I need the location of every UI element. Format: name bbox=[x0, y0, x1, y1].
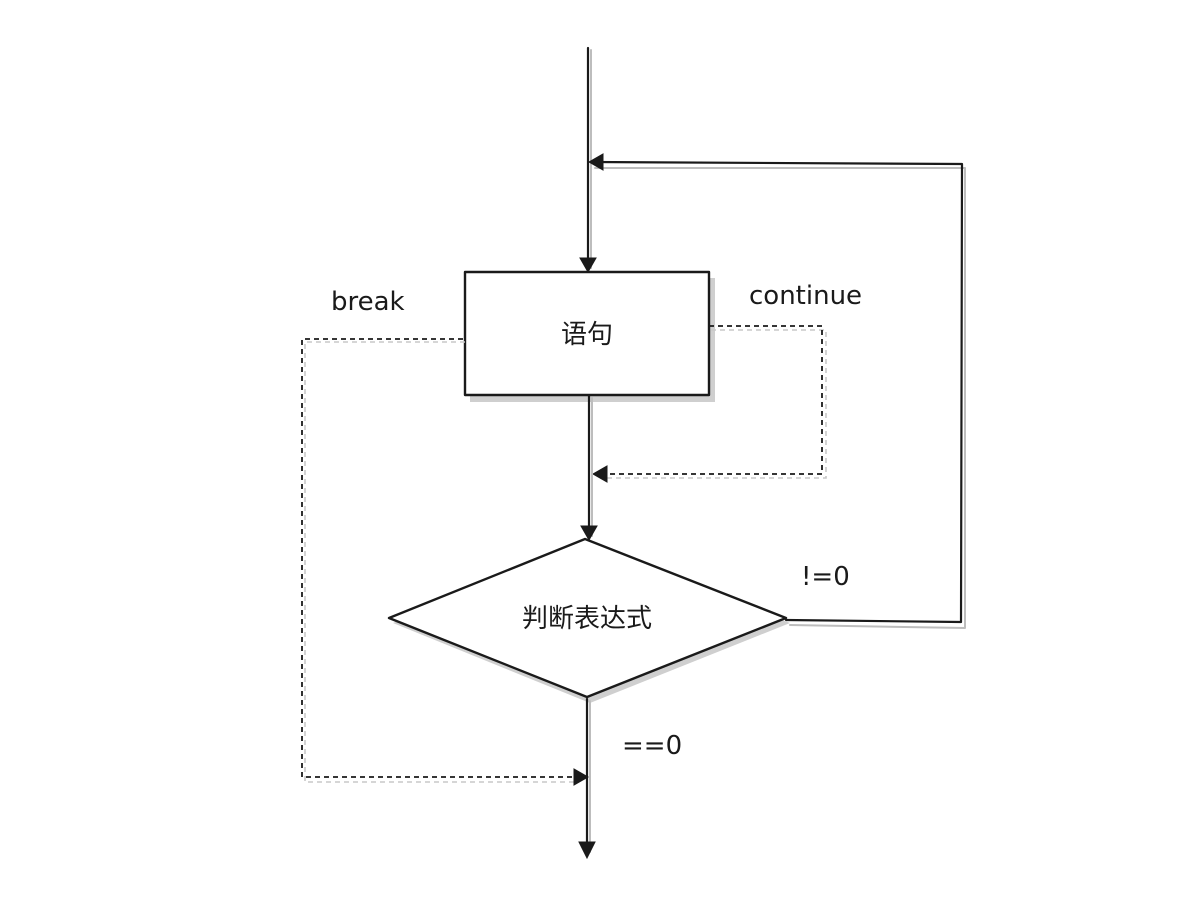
break-edge bbox=[301, 338, 590, 786]
continue-edge bbox=[591, 325, 827, 483]
statement-to-condition-arrow bbox=[580, 394, 598, 542]
condition-diamond: 判断表达式 bbox=[387, 537, 790, 703]
statement-label: 语句 bbox=[561, 320, 613, 350]
statement-box: 语句 bbox=[463, 270, 715, 402]
loop-back-edge bbox=[587, 153, 966, 629]
nonzero-label: !=0 bbox=[801, 562, 850, 592]
condition-label: 判断表达式 bbox=[522, 604, 652, 634]
entry-arrow bbox=[579, 46, 597, 274]
continue-label: continue bbox=[749, 281, 862, 311]
exit-arrow bbox=[578, 697, 596, 860]
zero-label: ==0 bbox=[622, 731, 682, 761]
break-label: break bbox=[331, 287, 405, 317]
